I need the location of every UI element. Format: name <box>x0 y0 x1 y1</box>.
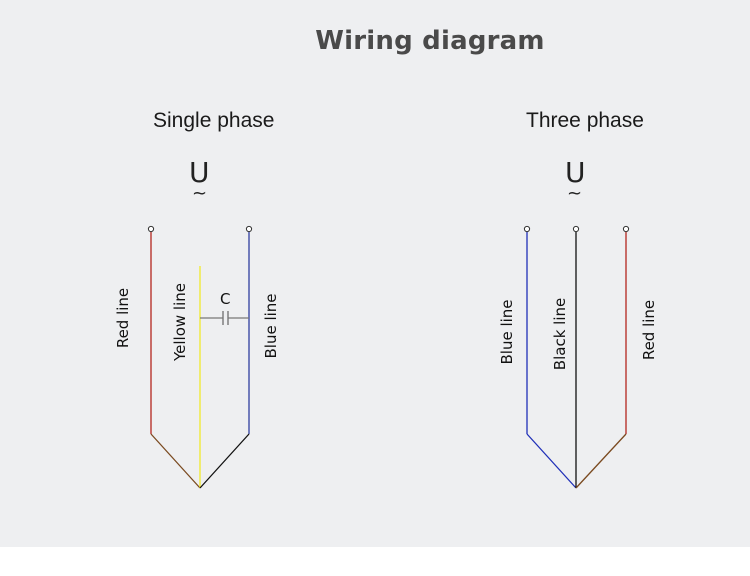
single-phase-brown-wire <box>150 433 201 489</box>
three-phase-terminal-right <box>622 225 630 233</box>
three-phase-heading: Three phase <box>526 109 644 132</box>
single-phase-yellow-label: Yellow line <box>171 283 189 362</box>
three-phase-terminal-left <box>523 225 531 233</box>
three-phase-blue-label: Blue line <box>498 299 516 364</box>
three-phase-brown-diagonal <box>575 433 627 489</box>
single-phase-blue-label: Blue line <box>262 293 280 358</box>
three-phase-blue-diagonal <box>526 433 577 489</box>
single-phase-black-wire <box>199 433 250 489</box>
wiring-diagram: C Red line Yellow line Blue line Blue li… <box>114 225 658 489</box>
page-title: Wiring diagram <box>315 26 545 56</box>
capacitor-symbol <box>200 311 249 325</box>
three-phase-red-label: Red line <box>640 300 658 360</box>
diagram-panel <box>0 0 750 547</box>
single-phase-ac-mark: ~ <box>192 183 208 204</box>
three-phase-ac-mark: ~ <box>567 183 583 204</box>
single-phase-terminal-right <box>245 225 253 233</box>
three-phase-voltage-symbol: U <box>565 156 586 189</box>
single-phase-heading: Single phase <box>153 109 275 132</box>
capacitor-label: C <box>220 290 230 308</box>
single-phase-voltage-symbol: U <box>189 156 210 189</box>
three-phase-terminal-middle <box>572 225 580 233</box>
three-phase-black-label: Black line <box>551 298 569 370</box>
single-phase-red-label: Red line <box>114 288 132 348</box>
single-phase-terminal-left <box>147 225 155 233</box>
